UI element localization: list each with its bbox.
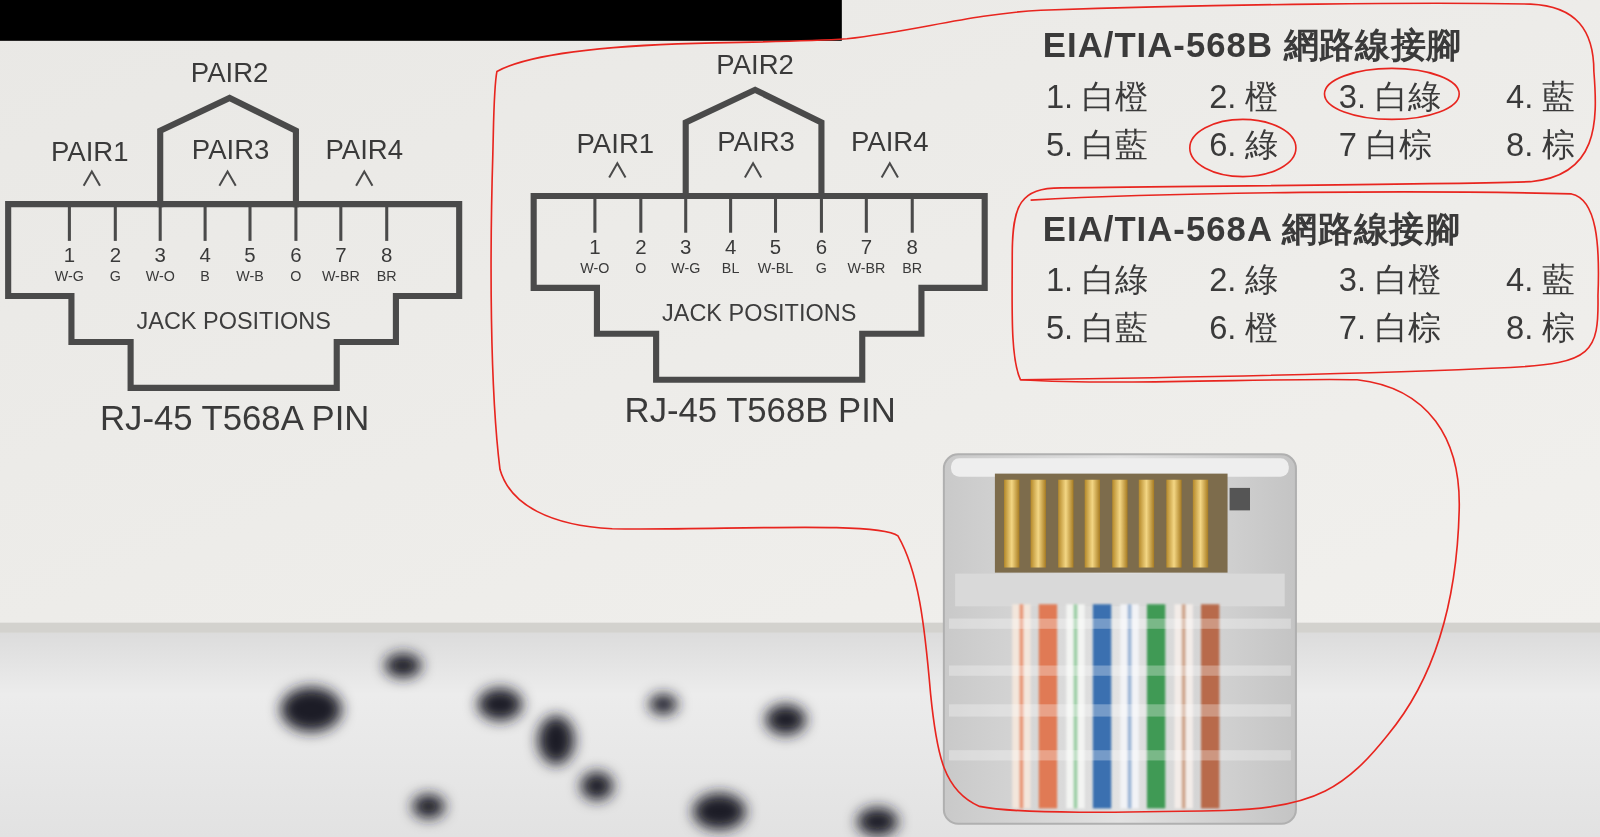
wire-code: BR bbox=[377, 269, 397, 285]
pair-label: PAIR2 bbox=[716, 50, 794, 80]
jack-outline-shape bbox=[8, 204, 459, 388]
pin-color-item: 4. 藍 bbox=[1506, 263, 1575, 299]
pin-number: 1 bbox=[64, 244, 75, 266]
pin-color-item: 1. 白橙 bbox=[1046, 79, 1148, 115]
pin-number: 1 bbox=[589, 236, 600, 258]
wire-code: W-G bbox=[671, 261, 700, 277]
wire-code: O bbox=[290, 269, 301, 285]
wire-code: G bbox=[816, 261, 827, 277]
rj45-plug bbox=[944, 454, 1296, 824]
pin-number: 4 bbox=[199, 244, 210, 266]
pin-number: 8 bbox=[907, 236, 918, 258]
wire-code: B bbox=[200, 269, 210, 285]
wire-code: BR bbox=[902, 261, 922, 277]
pin-number: 6 bbox=[290, 244, 301, 266]
pin-number: 3 bbox=[680, 236, 691, 258]
wire-code: W-BR bbox=[322, 269, 360, 285]
jack-outline: JACK POSITIONS bbox=[8, 204, 459, 388]
standard-title: EIA/TIA-568A 網路線接腳 bbox=[1043, 211, 1461, 249]
black-bar bbox=[0, 0, 842, 41]
pin-number: 5 bbox=[770, 236, 781, 258]
pair-label: PAIR4 bbox=[851, 128, 929, 158]
pin-number: 5 bbox=[244, 244, 255, 266]
pin-color-item: 6. 綠 bbox=[1209, 127, 1278, 163]
box-surface bbox=[0, 0, 1600, 633]
pair-label: PAIR4 bbox=[325, 136, 403, 166]
pin-caption: RJ-45 T568B PIN bbox=[625, 391, 896, 429]
pin-number: 8 bbox=[381, 244, 392, 266]
pin-color-item: 3. 白綠 bbox=[1339, 79, 1441, 115]
pin-color-item: 7. 白棕 bbox=[1339, 311, 1441, 347]
red-annotation bbox=[491, 3, 1598, 812]
box-edge bbox=[0, 623, 1600, 633]
pin-color-item: 2. 綠 bbox=[1209, 263, 1278, 299]
pin-color-item: 1. 白綠 bbox=[1046, 263, 1148, 299]
pin-number: 2 bbox=[635, 236, 646, 258]
wire-code: W-BL bbox=[758, 261, 793, 277]
pin-caption: RJ-45 T568A PIN bbox=[100, 399, 369, 437]
pin-color-item: 8. 棕 bbox=[1506, 311, 1575, 347]
wire-code: W-BR bbox=[847, 261, 885, 277]
pin-number: 6 bbox=[816, 236, 827, 258]
pin-number: 7 bbox=[335, 244, 346, 266]
pin-color-item: 5. 白藍 bbox=[1046, 127, 1148, 163]
jack-pins bbox=[595, 90, 912, 233]
wire-code: W-B bbox=[236, 269, 264, 285]
pair-label: PAIR1 bbox=[51, 138, 129, 168]
pair-label: PAIR3 bbox=[717, 128, 795, 158]
pin-color-item: 6. 橙 bbox=[1209, 311, 1278, 347]
pin-color-item: 8. 棕 bbox=[1506, 127, 1575, 163]
wire-code: O bbox=[635, 261, 646, 277]
jack-label: JACK POSITIONS bbox=[137, 309, 331, 335]
pin-color-item: 7 白棕 bbox=[1339, 127, 1432, 163]
jack-outline-shape bbox=[534, 196, 985, 380]
wire-code: W-O bbox=[146, 269, 175, 285]
pin-number: 7 bbox=[861, 236, 872, 258]
jack-outline: JACK POSITIONS bbox=[534, 196, 985, 380]
pin-number: 3 bbox=[155, 244, 166, 266]
pair-label: PAIR2 bbox=[191, 58, 269, 88]
wire-code: G bbox=[110, 269, 121, 285]
pair-label: PAIR3 bbox=[192, 136, 270, 166]
pin-color-item: 2. 橙 bbox=[1209, 79, 1278, 115]
wire-code: W-G bbox=[55, 269, 84, 285]
wire-code: BL bbox=[722, 261, 739, 277]
standard-title: EIA/TIA-568B 網路線接腳 bbox=[1043, 27, 1462, 65]
pair-label: PAIR1 bbox=[577, 130, 655, 160]
blanket bbox=[0, 633, 1600, 837]
pin-color-item: 5. 白藍 bbox=[1046, 311, 1148, 347]
blanket-spots bbox=[281, 653, 898, 836]
pin-color-item: 4. 藍 bbox=[1506, 79, 1575, 115]
jack-pins bbox=[69, 98, 386, 241]
jack-label: JACK POSITIONS bbox=[662, 300, 856, 326]
wire-code: W-O bbox=[580, 261, 609, 277]
pin-number: 4 bbox=[725, 236, 736, 258]
pin-number: 2 bbox=[110, 244, 121, 266]
pin-color-item: 3. 白橙 bbox=[1339, 263, 1441, 299]
